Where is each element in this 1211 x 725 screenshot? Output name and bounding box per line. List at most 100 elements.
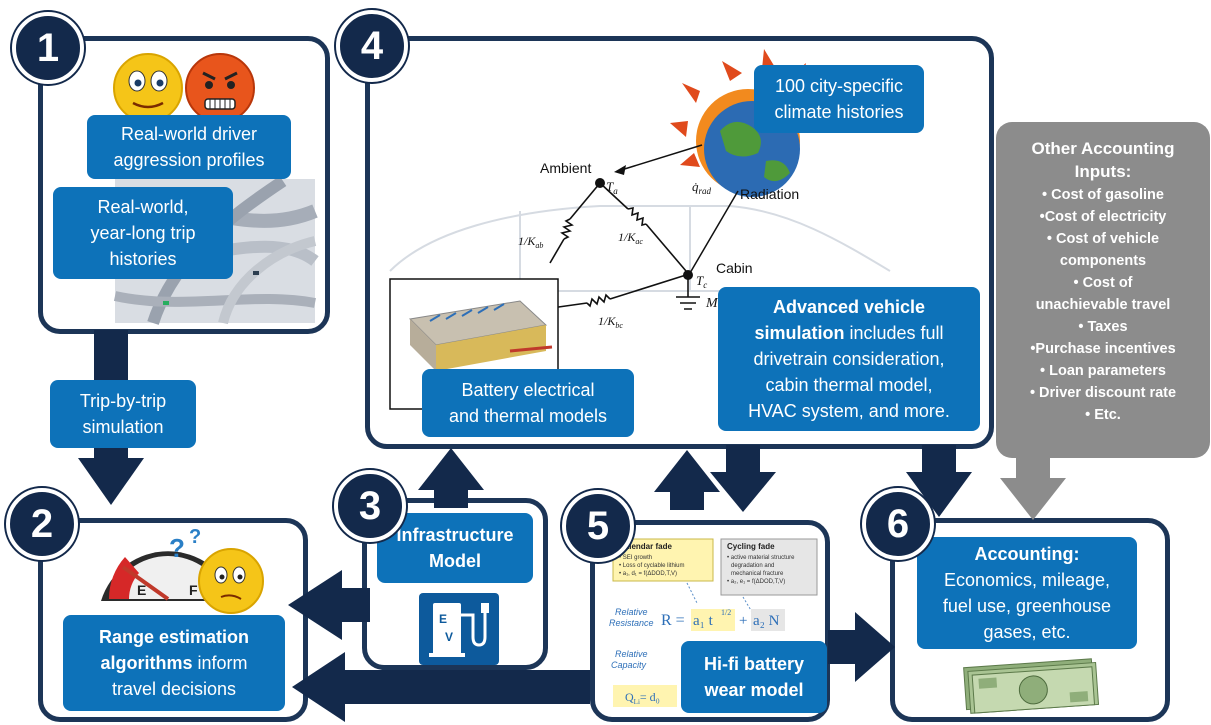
panel-battery-wear: Calendar fade • SEI growth • Loss of cyc… — [590, 520, 830, 722]
kac-label: 1/Kac — [618, 230, 643, 246]
equation-a2n: a₂ N — [753, 613, 780, 629]
other-inputs-item-4: components — [1059, 253, 1147, 269]
panel-range-estimation: E F ? ? Range estimation algorithms info… — [38, 518, 308, 722]
money-stack-icon — [963, 658, 1100, 714]
qrad-label: q̇rad — [692, 179, 712, 196]
relative-resistance-line-1: Relative — [615, 607, 648, 617]
cycling-bullet-2: degradation and — [731, 563, 774, 569]
radiation-label: Radiation — [740, 186, 799, 202]
cycling-bullet-4: • a₂, e₁ = f(ΔDOD,T,V) — [727, 579, 785, 585]
trip-sim-line-2: simulation — [82, 417, 164, 437]
gauge-f-label: F — [189, 582, 198, 598]
other-inputs-item-9: • Loan parameters — [1040, 363, 1166, 379]
other-inputs-item-7: • Taxes — [1078, 319, 1128, 335]
other-accounting-inputs-box: Other Accounting Inputs: • Cost of gasol… — [996, 122, 1210, 458]
mass-label: M — [705, 296, 719, 311]
equation-r: R = — [661, 612, 685, 629]
label-range-estimation: Range estimation algorithms inform trave… — [63, 615, 285, 711]
ambient-label: Ambient — [540, 160, 591, 176]
battery-line-1: Battery electrical — [461, 380, 595, 400]
cycling-bullet-3: mechanical fracture — [731, 571, 784, 577]
label-battery-models: Battery electrical and thermal models — [422, 369, 634, 437]
adv-line-2-bold: simulation — [754, 323, 845, 343]
accounting-line-2: Economics, mileage, — [943, 570, 1111, 590]
relative-resistance-line-2: Resistance — [609, 618, 654, 628]
aggression-line-1: Real-world driver — [120, 124, 258, 144]
accounting-line-4: gases, etc. — [983, 622, 1071, 642]
accounting-line-3: fuel use, greenhouse — [942, 596, 1112, 616]
question-mark-1: ? — [169, 533, 185, 563]
range-line-2-rest: inform — [192, 653, 248, 673]
label-driver-aggression: Real-world driver aggression profiles — [87, 115, 291, 179]
wear-line-2: wear model — [704, 680, 804, 700]
other-inputs-item-6: unachievable travel — [1035, 297, 1171, 313]
label-advanced-vehicle-simulation: Advanced vehicle simulation includes ful… — [718, 287, 980, 431]
cycling-bullet-1: • active material structure — [727, 555, 795, 561]
range-line-3: travel decisions — [111, 679, 237, 699]
calendar-bullet-1: • SEI growth — [619, 555, 652, 561]
climate-line-2: climate histories — [774, 102, 904, 122]
label-hi-fi-battery-wear: Hi-fi battery wear model — [681, 641, 827, 713]
other-inputs-title-2: Inputs: — [1074, 162, 1132, 181]
arrow-3-to-2 — [288, 570, 370, 640]
other-inputs-item-3: • Cost of vehicle — [1046, 231, 1160, 247]
step-number-3: 3 — [334, 470, 406, 542]
tc-label: Tc — [696, 273, 707, 290]
kab-label: 1/Kab — [518, 234, 543, 250]
arrow-4-to-5 — [710, 445, 776, 512]
other-inputs-item-5: • Cost of — [1073, 275, 1133, 291]
label-infrastructure-model: Infrastructure Model — [377, 513, 533, 583]
step-number-4: 4 — [336, 10, 408, 82]
battery-pack-image — [389, 278, 559, 410]
ev-letter-v: V — [445, 630, 453, 644]
step-number-5: 5 — [562, 490, 634, 562]
ev-letter-e: E — [439, 612, 447, 626]
cabin-label: Cabin — [716, 260, 753, 276]
range-line-2-bold: algorithms — [100, 653, 193, 673]
angry-face-icon — [185, 53, 255, 123]
adv-line-2-rest: includes full — [844, 323, 944, 343]
range-line-2: algorithms inform — [100, 650, 247, 676]
range-line-1: Range estimation — [98, 627, 250, 647]
arrow-5-to-4 — [654, 450, 720, 510]
aggression-line-2: aggression profiles — [113, 150, 265, 170]
step-number-2: 2 — [6, 488, 78, 560]
infra-line-2: Model — [429, 551, 481, 571]
other-inputs-item-2: •Cost of electricity — [1039, 209, 1167, 225]
label-trip-by-trip-simulation: Trip-by-trip simulation — [50, 380, 196, 448]
climate-line-1: 100 city-specific — [774, 76, 904, 96]
ev-charger-icon: E V — [419, 593, 499, 665]
wear-line-1: Hi-fi battery — [703, 654, 804, 674]
label-trip-histories: Real-world, year-long trip histories — [53, 187, 233, 279]
gauge-e-label: E — [137, 582, 146, 598]
adv-line-3: drivetrain consideration, — [753, 349, 945, 369]
equation-plus: + — [739, 613, 747, 629]
equation-q: QLi= d₀ — [625, 690, 660, 706]
step-number-1: 1 — [12, 12, 84, 84]
other-inputs-item-1: • Cost of gasoline — [1042, 187, 1164, 203]
adv-line-1: Advanced vehicle — [772, 297, 926, 317]
panel-driver-data: Real-world driver aggression profiles Re… — [38, 36, 330, 334]
panel-accounting: Accounting: Economics, mileage, fuel use… — [890, 518, 1170, 722]
step-number-6: 6 — [862, 488, 934, 560]
calendar-bullet-3: • a₁, d₁ = f(ΔDOD,T,V) — [619, 571, 677, 577]
equation-exponent: 1/2 — [721, 608, 731, 617]
battery-wear-equation-image: Calendar fade • SEI growth • Loss of cyc… — [609, 538, 818, 707]
confused-face-icon: ? ? — [169, 526, 264, 614]
accounting-title: Accounting: — [974, 544, 1080, 564]
other-inputs-item-8: •Purchase incentives — [1030, 341, 1176, 357]
trip-sim-line-1: Trip-by-trip — [79, 391, 167, 411]
trips-line-3: histories — [109, 249, 177, 269]
panel-infrastructure: Infrastructure Model E V — [362, 498, 548, 670]
panel-vehicle-simulation: Ambient Ta Radiation q̇rad Cabin Tc M 1/… — [365, 36, 994, 449]
arrow-5-to-2 — [292, 652, 590, 722]
adv-line-5: HVAC system, and more. — [748, 401, 950, 421]
relative-capacity-line-2: Capacity — [611, 660, 647, 670]
other-inputs-item-10: • Driver discount rate — [1029, 385, 1177, 401]
arrow-3-to-4 — [418, 448, 484, 508]
label-accounting: Accounting: Economics, mileage, fuel use… — [917, 537, 1137, 649]
cycling-fade-title: Cycling fade — [727, 542, 775, 551]
other-inputs-title-1: Other Accounting — [1031, 139, 1175, 158]
kbc-label: 1/Kbc — [598, 314, 623, 330]
